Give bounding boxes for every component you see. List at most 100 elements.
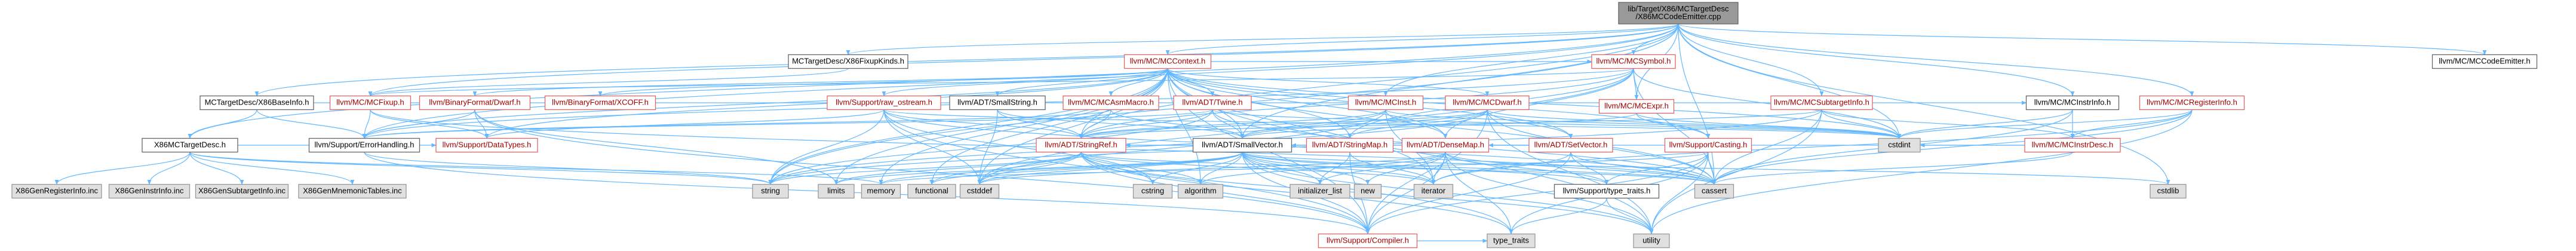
edge-setvector-to-typetraits <box>1570 152 1609 185</box>
node-box-algorithm <box>1177 183 1224 199</box>
edge-stringref-to-limits <box>834 152 1082 185</box>
node-mcdwarf[interactable]: llvm/MC/MCDwarf.h <box>1445 95 1530 111</box>
edge-setvector-to-iterator <box>1431 152 1571 185</box>
edge-twine-to-string <box>768 109 1213 185</box>
node-compiler[interactable]: llvm/Support/Compiler.h <box>1318 233 1418 249</box>
edge-stringmap-to-initializer_list <box>1318 152 1350 185</box>
edge-root-to-mcsubtargetinfo <box>1678 23 1824 97</box>
node-datatypes[interactable]: llvm/Support/DataTypes.h <box>435 137 538 153</box>
node-label-mcsubtargetinfo: llvm/MC/MCSubtargetInfo.h <box>1774 98 1869 107</box>
edge-mcinst-to-cstddef <box>977 109 1386 185</box>
edge-root-to-mcregisterinfo <box>1678 23 2194 97</box>
edge-mcexpr-to-cstdint <box>1636 112 1902 139</box>
node-mcinst[interactable]: llvm/MC/MCInst.h <box>1347 95 1424 111</box>
node-box-typetraits <box>1553 183 1660 199</box>
node-label-densemap: llvm/ADT/DenseMap.h <box>1407 140 1484 149</box>
node-setvector[interactable]: llvm/ADT/SetVector.h <box>1528 137 1613 153</box>
node-smallstring[interactable]: llvm/ADT/SmallString.h <box>949 95 1046 111</box>
edge-casting-to-compiler <box>1365 152 1709 235</box>
node-mccontext[interactable]: llvm/MC/MCContext.h <box>1123 54 1212 69</box>
node-typetraits[interactable]: llvm/Support/type_traits.h <box>1553 183 1660 199</box>
node-label-x86fixupkinds: MCTargetDesc/X86FixupKinds.h <box>792 57 904 66</box>
edge-mcregisterinfo-to-utility <box>1649 109 2193 235</box>
node-label-datatypes: llvm/Support/DataTypes.h <box>443 140 532 149</box>
edge-x86mctargetdesc-to-string <box>189 151 773 185</box>
node-label-mcinst: llvm/MC/MCInst.h <box>1355 98 1417 107</box>
edge-mcexpr-to-casting <box>1636 113 1711 139</box>
edge-typetraits-to-utility <box>1606 198 1654 235</box>
node-mcsymbol[interactable]: llvm/MC/MCSymbol.h <box>1591 54 1676 69</box>
node-label-setvector: llvm/ADT/SetVector.h <box>1534 140 1608 149</box>
node-stringmap[interactable]: llvm/ADT/StringMap.h <box>1306 137 1394 153</box>
node-root[interactable]: lib/Target/X86/MCTargetDesc/X86MCCodeEmi… <box>1618 2 1739 25</box>
edge-x86baseinfo-to-x86mctargetdesc <box>188 109 257 139</box>
node-box-cstddef <box>959 183 1000 199</box>
node-box-cstdint <box>1878 137 1921 153</box>
node-label-new: new <box>1361 186 1375 195</box>
node-label-smallvector: llvm/ADT/SmallVector.h <box>1202 140 1283 149</box>
node-cstdlib: cstdlib <box>2150 183 2187 199</box>
node-rawostream[interactable]: llvm/Support/raw_ostream.h <box>827 95 941 111</box>
node-label-mcasmmacro: llvm/MC/MCAsmMacro.h <box>1068 98 1154 107</box>
node-label-mcfixup: llvm/MC/MCFixup.h <box>336 98 404 107</box>
node-mccodeemitter[interactable]: llvm/MC/MCCodeEmitter.h <box>2431 54 2538 69</box>
node-label-cstring: cstring <box>1141 186 1164 195</box>
node-label-type_traits: type_traits <box>1493 236 1529 245</box>
node-cstring: cstring <box>1132 183 1173 199</box>
edge-mcdwarf-to-setvector <box>1487 109 1573 139</box>
node-string: string <box>752 183 789 199</box>
edge-smallvector-to-cstring <box>1150 152 1243 185</box>
node-box-mcregisterinfo <box>2139 95 2245 111</box>
node-box-x86fixupkinds <box>788 54 908 69</box>
node-twine[interactable]: llvm/ADT/Twine.h <box>1173 95 1252 111</box>
node-label-binaryformatdwarf: llvm/BinaryFormat/Dwarf.h <box>429 98 520 107</box>
node-label-root: lib/Target/X86/MCTargetDesc <box>1628 4 1729 13</box>
node-mcasmmacro[interactable]: llvm/MC/MCAsmMacro.h <box>1063 95 1159 111</box>
node-x86fixupkinds[interactable]: MCTargetDesc/X86FixupKinds.h <box>788 54 908 69</box>
edge-casting-to-memory <box>879 151 1709 185</box>
node-new: new <box>1353 183 1382 199</box>
edge-densemap-to-cassert <box>1445 152 1717 185</box>
node-densemap[interactable]: llvm/ADT/DenseMap.h <box>1401 137 1490 153</box>
edge-smallstring-to-stringref <box>997 109 1083 139</box>
edge-smallvector-to-cstdlib <box>1242 151 2170 185</box>
node-smallvector[interactable]: llvm/ADT/SmallVector.h <box>1192 137 1292 153</box>
node-box-mccontext <box>1123 54 1212 69</box>
edge-mcdwarf-to-smallvector <box>1240 109 1488 139</box>
edge-smallvector-to-memory <box>879 151 1243 185</box>
node-box-densemap <box>1401 137 1490 153</box>
node-mcexpr[interactable]: llvm/MC/MCExpr.h <box>1598 99 1675 114</box>
edge-root-to-x86baseinfo <box>254 23 1679 97</box>
node-mcinstrinfo[interactable]: llvm/MC/MCInstrInfo.h <box>2025 95 2120 111</box>
edge-root-to-mccontext <box>1165 23 1679 56</box>
edge-mcdwarf-to-stringref <box>1079 109 1488 139</box>
node-xcoff[interactable]: llvm/BinaryFormat/XCOFF.h <box>544 95 656 111</box>
node-mcfixup[interactable]: llvm/MC/MCFixup.h <box>329 95 412 111</box>
node-mcsubtargetinfo[interactable]: llvm/MC/MCSubtargetInfo.h <box>1770 95 1873 111</box>
node-cstddef: cstddef <box>959 183 1000 199</box>
edge-stringref-to-functional <box>929 152 1082 185</box>
edge-densemap-to-algorithm <box>1198 152 1446 185</box>
edge-twine-to-errorhandling <box>363 109 1213 139</box>
node-x86genregisterinfo: X86GenRegisterInfo.inc <box>11 183 102 199</box>
node-x86baseinfo[interactable]: MCTargetDesc/X86BaseInfo.h <box>199 95 314 111</box>
node-label-iterator: iterator <box>1421 186 1446 195</box>
node-mcregisterinfo[interactable]: llvm/MC/MCRegisterInfo.h <box>2139 95 2245 111</box>
edge-casting-to-typetraits <box>1604 152 1709 185</box>
edge-rawostream-to-string <box>768 109 885 185</box>
edge-binaryformatdwarf-to-errorhandling <box>362 109 475 139</box>
node-box-x86baseinfo <box>199 95 314 111</box>
node-box-rawostream <box>827 95 941 111</box>
node-stringref[interactable]: llvm/ADT/StringRef.h <box>1036 137 1126 153</box>
edge-twine-to-stringref <box>1079 109 1213 139</box>
node-label-mcinstrdesc: llvm/MC/MCInstrDesc.h <box>2032 140 2114 149</box>
node-errorhandling[interactable]: llvm/Support/ErrorHandling.h <box>308 137 420 153</box>
node-box-cstdlib <box>2150 183 2187 199</box>
node-box-mcinstrdesc <box>2024 137 2121 153</box>
node-x86mctargetdesc[interactable]: X86MCTargetDesc.h <box>142 137 238 153</box>
edge-root-to-mcinstrinfo <box>1678 23 2075 97</box>
node-box-x86genregisterinfo <box>11 183 102 199</box>
node-binaryformatdwarf[interactable]: llvm/BinaryFormat/Dwarf.h <box>419 95 531 111</box>
node-casting[interactable]: llvm/Support/Casting.h <box>1664 137 1752 153</box>
node-mcinstrdesc[interactable]: llvm/MC/MCInstrDesc.h <box>2024 137 2121 153</box>
